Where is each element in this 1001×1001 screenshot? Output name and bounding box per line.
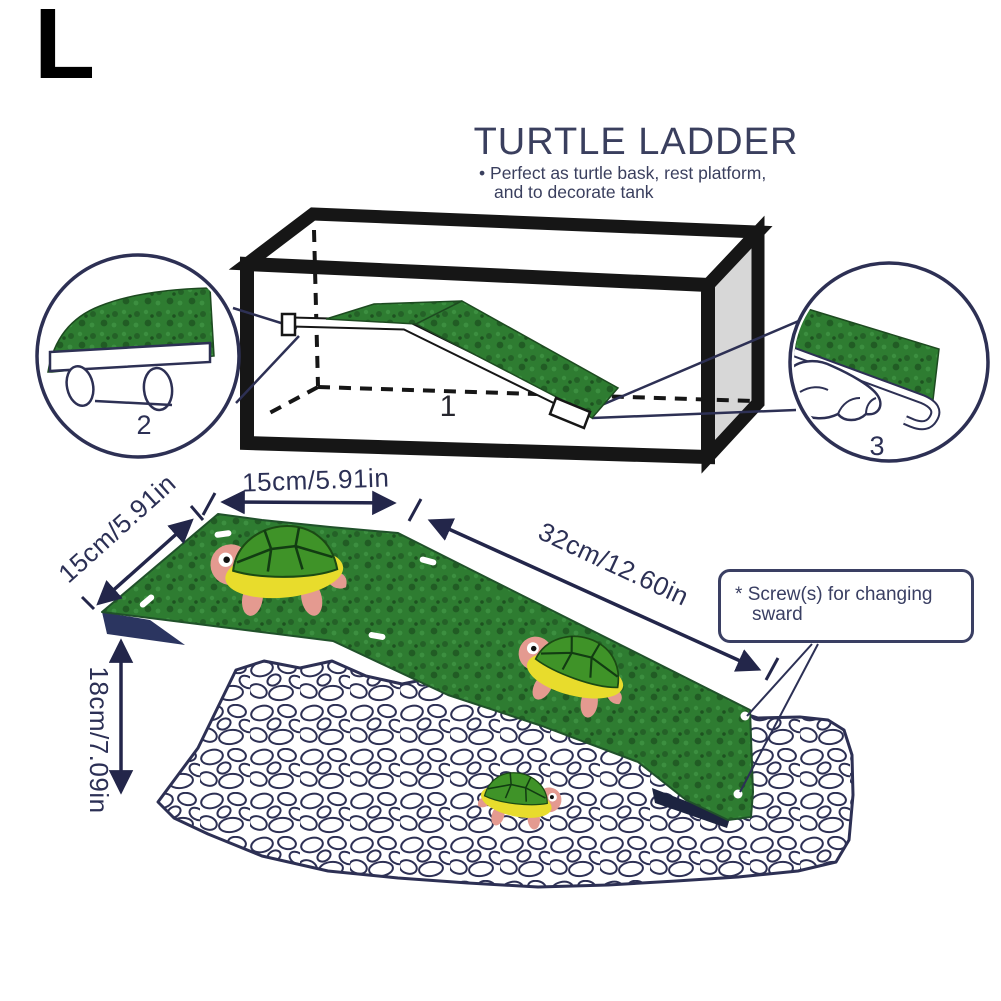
screw-hole [740,711,750,721]
detail-board [48,341,212,373]
suction-cup [142,366,174,412]
platform-underside-left [102,612,185,645]
suction-cup-detail-circle: 2 [35,253,241,459]
dimension-arrow-ramp-length [427,518,762,672]
subtitle-line-2: and to decorate tank [494,181,654,202]
tank-front-face [240,256,715,465]
callout-line-2: sward [752,603,803,625]
bullet-icon: • [479,163,486,183]
dimension-label-height: 18cm/7.09in [84,666,114,813]
dimension-label-ramp-length: 32cm/12.60in [534,516,694,612]
platform-underside-right [652,788,730,828]
tank-ramp: 1 [280,300,620,430]
callout-line-1: * Screw(s) for changing [735,584,933,605]
dimension-arrow-left-width [96,518,194,606]
part-label-assembly: 1 [440,390,457,423]
asterisk-icon: * [735,584,743,605]
subtitle-line-1: • Perfect as turtle bask, rest platform, [479,163,767,183]
part-label-hand: 3 [869,431,884,461]
dimension-label-top-width: 15cm/5.91in [242,462,390,497]
dimension-arrow-top-width [220,489,397,516]
product-title: TURTLE LADDER [473,121,799,163]
tank-illustration [228,207,773,474]
product-subtitle: • Perfect as turtle bask, rest platform,… [479,164,766,201]
hand-grip-detail-circle: 3 [788,261,990,463]
size-label: L [34,0,96,100]
screw-callout-lines [739,643,819,793]
screw-callout-box: * Screw(s) for changing sward [718,569,974,643]
part-label-suction: 2 [136,410,151,440]
suction-cup [65,365,95,407]
